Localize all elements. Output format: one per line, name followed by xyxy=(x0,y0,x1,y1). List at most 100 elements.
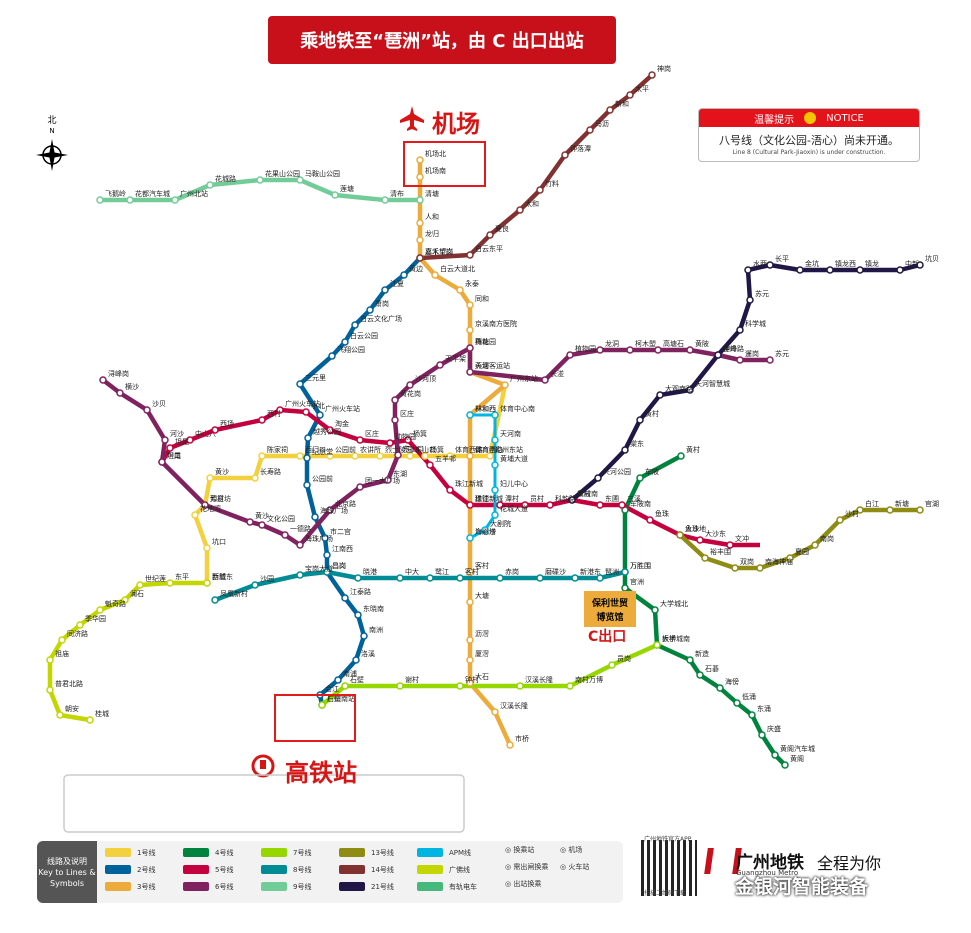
station-marker[interactable] xyxy=(116,389,124,397)
station-marker[interactable] xyxy=(621,568,629,576)
station-marker[interactable] xyxy=(121,596,129,604)
station-marker[interactable] xyxy=(46,686,54,694)
station-marker[interactable] xyxy=(341,682,349,690)
station-marker[interactable] xyxy=(566,682,574,690)
station-marker[interactable] xyxy=(796,266,804,274)
station-marker[interactable] xyxy=(136,581,144,589)
station-marker[interactable] xyxy=(384,476,392,484)
station-marker[interactable] xyxy=(716,684,724,692)
station-marker[interactable] xyxy=(606,106,614,114)
station-marker[interactable] xyxy=(466,679,474,687)
station-marker[interactable] xyxy=(654,346,662,354)
station-marker[interactable] xyxy=(516,682,524,690)
station-marker[interactable] xyxy=(811,541,819,549)
station-marker[interactable] xyxy=(568,496,576,504)
station-marker[interactable] xyxy=(656,391,664,399)
station-marker[interactable] xyxy=(481,526,489,534)
station-marker[interactable] xyxy=(416,219,424,227)
station-marker[interactable] xyxy=(161,436,169,444)
station-marker[interactable] xyxy=(396,574,404,582)
station-marker[interactable] xyxy=(636,416,644,424)
station-marker[interactable] xyxy=(836,516,844,524)
station-marker[interactable] xyxy=(341,594,349,602)
station-marker[interactable] xyxy=(466,452,474,460)
station-marker[interactable] xyxy=(594,474,602,482)
station-marker[interactable] xyxy=(191,511,199,519)
station-marker[interactable] xyxy=(416,254,424,262)
station-marker[interactable] xyxy=(58,636,66,644)
station-marker[interactable] xyxy=(352,656,360,664)
station-marker[interactable] xyxy=(466,568,474,576)
station-marker[interactable] xyxy=(856,506,864,514)
station-marker[interactable] xyxy=(651,606,659,614)
station-marker[interactable] xyxy=(303,454,311,462)
station-marker[interactable] xyxy=(296,571,304,579)
station-marker[interactable] xyxy=(696,536,704,544)
qr-code[interactable] xyxy=(641,840,697,896)
station-marker[interactable] xyxy=(326,452,334,460)
station-marker[interactable] xyxy=(466,598,474,606)
station-marker[interactable] xyxy=(426,574,434,582)
station-marker[interactable] xyxy=(436,361,444,369)
station-marker[interactable] xyxy=(311,513,319,521)
station-marker[interactable] xyxy=(491,461,499,469)
station-marker[interactable] xyxy=(258,416,266,424)
station-marker[interactable] xyxy=(466,636,474,644)
station-marker[interactable] xyxy=(143,406,151,414)
station-marker[interactable] xyxy=(621,584,629,592)
station-marker[interactable] xyxy=(696,671,704,679)
station-marker[interactable] xyxy=(648,71,656,79)
station-marker[interactable] xyxy=(396,682,404,690)
station-marker[interactable] xyxy=(304,434,312,442)
station-marker[interactable] xyxy=(328,352,336,360)
station-marker[interactable] xyxy=(466,344,474,352)
station-marker[interactable] xyxy=(916,261,924,269)
station-marker[interactable] xyxy=(766,261,774,269)
station-marker[interactable] xyxy=(206,474,214,482)
station-marker[interactable] xyxy=(296,380,304,388)
station-marker[interactable] xyxy=(546,501,554,509)
station-marker[interactable] xyxy=(356,436,364,444)
station-marker[interactable] xyxy=(56,711,64,719)
station-marker[interactable] xyxy=(406,452,414,460)
station-marker[interactable] xyxy=(486,452,494,460)
station-marker[interactable] xyxy=(341,338,349,346)
station-marker[interactable] xyxy=(736,356,744,364)
station-marker[interactable] xyxy=(466,326,474,334)
station-marker[interactable] xyxy=(158,458,166,466)
station-marker[interactable] xyxy=(516,206,524,214)
station-marker[interactable] xyxy=(758,731,766,739)
station-marker[interactable] xyxy=(491,511,499,519)
station-marker[interactable] xyxy=(258,521,266,529)
station-marker[interactable] xyxy=(466,656,474,664)
station-marker[interactable] xyxy=(781,761,789,769)
station-marker[interactable] xyxy=(258,452,266,460)
station-marker[interactable] xyxy=(786,554,794,562)
station-marker[interactable] xyxy=(404,436,412,444)
station-marker[interactable] xyxy=(203,579,211,587)
station-marker[interactable] xyxy=(486,231,494,239)
station-marker[interactable] xyxy=(206,181,214,189)
station-marker[interactable] xyxy=(256,176,264,184)
station-marker[interactable] xyxy=(701,554,709,562)
station-marker[interactable] xyxy=(99,376,107,384)
station-marker[interactable] xyxy=(501,381,509,389)
station-marker[interactable] xyxy=(431,271,439,279)
station-marker[interactable] xyxy=(334,676,342,684)
station-marker[interactable] xyxy=(736,326,744,334)
station-marker[interactable] xyxy=(386,439,394,447)
station-marker[interactable] xyxy=(626,91,634,99)
station-marker[interactable] xyxy=(426,461,434,469)
station-marker[interactable] xyxy=(561,151,569,159)
station-marker[interactable] xyxy=(416,196,424,204)
station-marker[interactable] xyxy=(251,474,259,482)
station-marker[interactable] xyxy=(416,156,424,164)
station-marker[interactable] xyxy=(826,266,834,274)
station-marker[interactable] xyxy=(506,741,514,749)
station-marker[interactable] xyxy=(96,196,104,204)
station-marker[interactable] xyxy=(251,581,259,589)
station-marker[interactable] xyxy=(201,501,209,509)
station-marker[interactable] xyxy=(446,486,454,494)
station-marker[interactable] xyxy=(406,381,414,389)
station-marker[interactable] xyxy=(211,426,219,434)
